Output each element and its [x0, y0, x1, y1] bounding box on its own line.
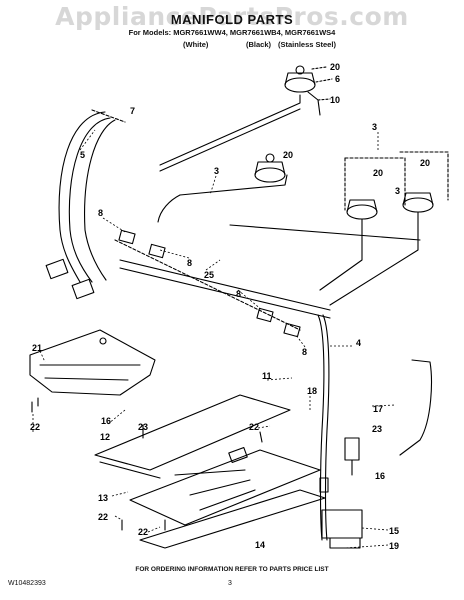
callout-label: 10 — [330, 95, 340, 105]
valve-far-right — [402, 197, 434, 213]
regulator — [321, 509, 363, 539]
callout-label: 7 — [130, 106, 135, 116]
callout-label: 19 — [389, 541, 399, 551]
callout-label: 20 — [330, 62, 340, 72]
watermark: AppliancePartsPros.com — [55, 2, 409, 31]
callout-label: 20 — [373, 168, 383, 178]
callout-label: 8 — [98, 208, 103, 218]
callout-label: 11 — [262, 371, 272, 381]
page-number: 3 — [228, 580, 232, 587]
model-list: For Models: MGR7661WW4, MGR7661WB4, MGR7… — [128, 28, 336, 37]
ordering-notice: FOR ORDERING INFORMATION REFER TO PARTS … — [135, 566, 329, 573]
tube-17 — [399, 359, 432, 456]
rail-lower — [129, 449, 321, 526]
callout-label: 15 — [389, 526, 399, 536]
callout-label: 23 — [372, 424, 382, 434]
callout-label: 20 — [420, 158, 430, 168]
callout-label: 25 — [204, 270, 214, 280]
callout-label: 23 — [138, 422, 148, 432]
page-title: MANIFOLD PARTS — [170, 12, 294, 27]
callout-label: 3 — [395, 186, 400, 196]
callout-label: 14 — [255, 540, 265, 550]
callout-label: 3 — [372, 122, 377, 132]
callout-label: 22 — [138, 527, 148, 537]
callout-label: 8 — [302, 347, 307, 357]
callout-label: 4 — [356, 338, 361, 348]
callout-label: 12 — [100, 432, 110, 442]
tube-right — [344, 157, 406, 206]
finish-black: (Black) — [246, 40, 272, 49]
gas-tube — [317, 314, 325, 541]
callout-label: 3 — [214, 166, 219, 176]
callout-label: 13 — [98, 493, 108, 503]
valve-mid-right — [346, 204, 378, 220]
callout-label: 21 — [32, 343, 42, 353]
valve-top-right — [284, 77, 316, 93]
burner-tube-top-right — [159, 94, 301, 166]
callout-label: 20 — [283, 150, 293, 160]
wire-harness — [58, 111, 106, 283]
callout-label: 22 — [30, 422, 40, 432]
callout-label: 8 — [236, 289, 241, 299]
callout-label: 22 — [98, 512, 108, 522]
rail-upper — [94, 394, 291, 471]
callout-label: 6 — [335, 74, 340, 84]
finish-stainless: (Stainless Steel) — [278, 40, 336, 49]
callout-label: 17 — [373, 404, 383, 414]
callout-label: 22 — [249, 422, 259, 432]
callout-label: 5 — [80, 150, 85, 160]
callout-label: 18 — [307, 386, 317, 396]
callout-label: 8 — [187, 258, 192, 268]
callout-label: 16 — [101, 416, 111, 426]
document-number: W10482393 — [8, 580, 46, 587]
manifold-pipe — [119, 259, 331, 311]
callout-label: 16 — [375, 471, 385, 481]
heat-shield — [29, 329, 156, 396]
finish-white: (White) — [183, 40, 209, 49]
valve-center — [254, 167, 286, 183]
